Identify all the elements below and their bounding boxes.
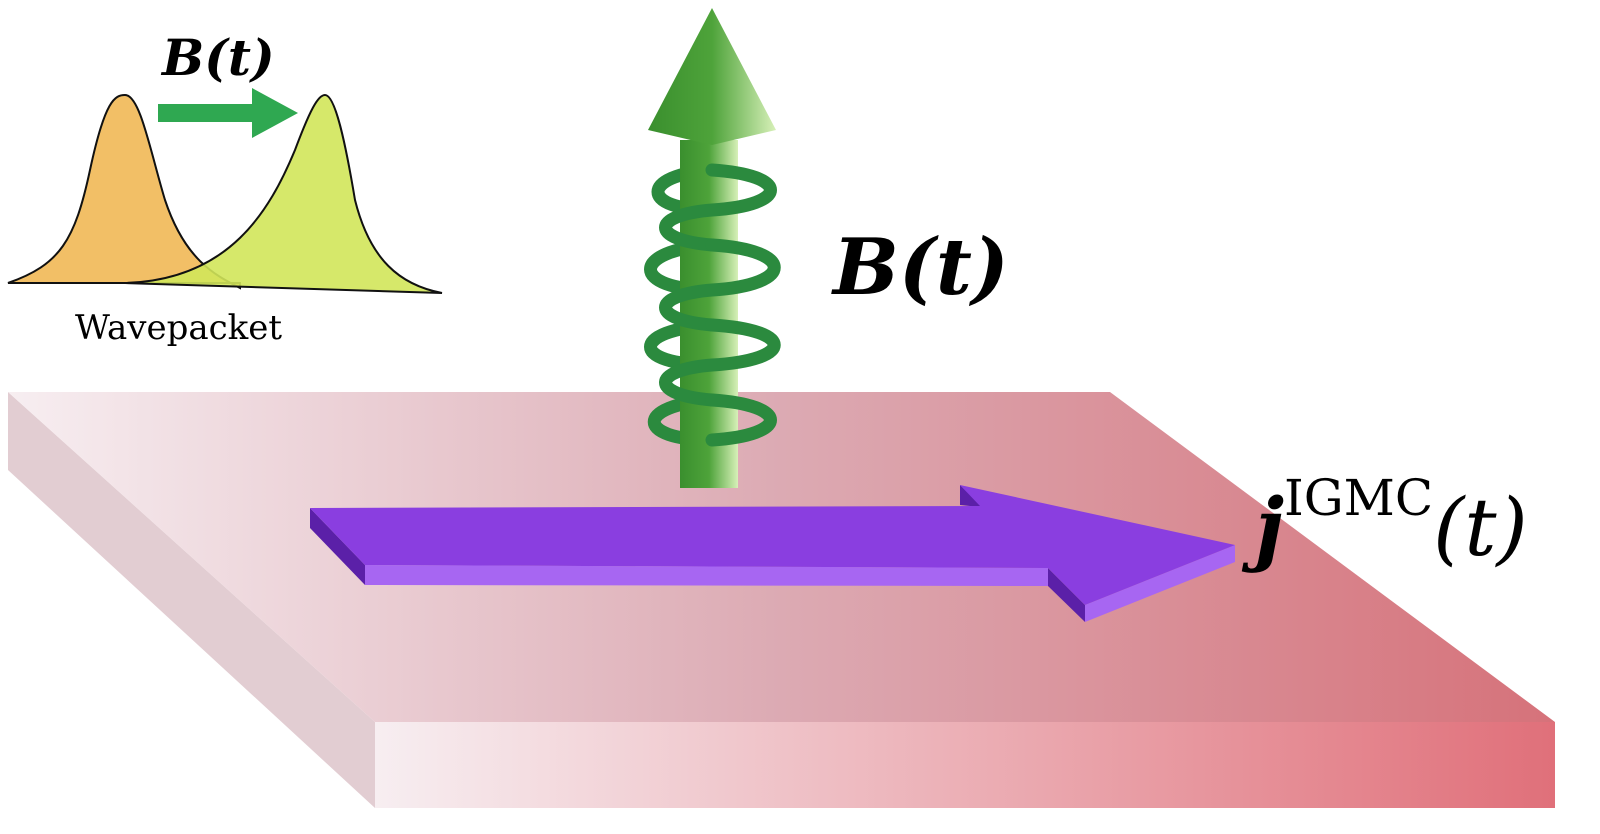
current-arg: (t)	[1433, 481, 1528, 574]
wavepacket-field-label: B(t)	[162, 28, 275, 87]
field-arrow	[648, 8, 776, 488]
wavepacket-field-text: B(t)	[162, 28, 275, 87]
field-text: B(t)	[833, 222, 1009, 313]
current-superscript: IGMC	[1283, 469, 1434, 527]
field-arrow-shaft	[680, 140, 738, 488]
wavepacket-diagram	[7, 88, 443, 294]
coil-front	[659, 163, 781, 447]
current-arrow-top	[310, 485, 1235, 605]
current-symbol: j	[1255, 480, 1284, 574]
current-arrow	[310, 485, 1235, 622]
wavepacket-2	[124, 93, 443, 294]
field-label: B(t)	[833, 222, 1009, 313]
wavepacket-label: Wavepacket	[75, 308, 283, 348]
shift-arrow	[158, 88, 298, 138]
material-slab	[8, 392, 1555, 808]
wavepacket-1	[7, 93, 241, 290]
slab-front-face	[375, 722, 1555, 808]
field-arrow-head	[648, 8, 776, 145]
current-label: jIGMC(t)	[1255, 469, 1528, 574]
slab-side-face	[8, 392, 375, 808]
